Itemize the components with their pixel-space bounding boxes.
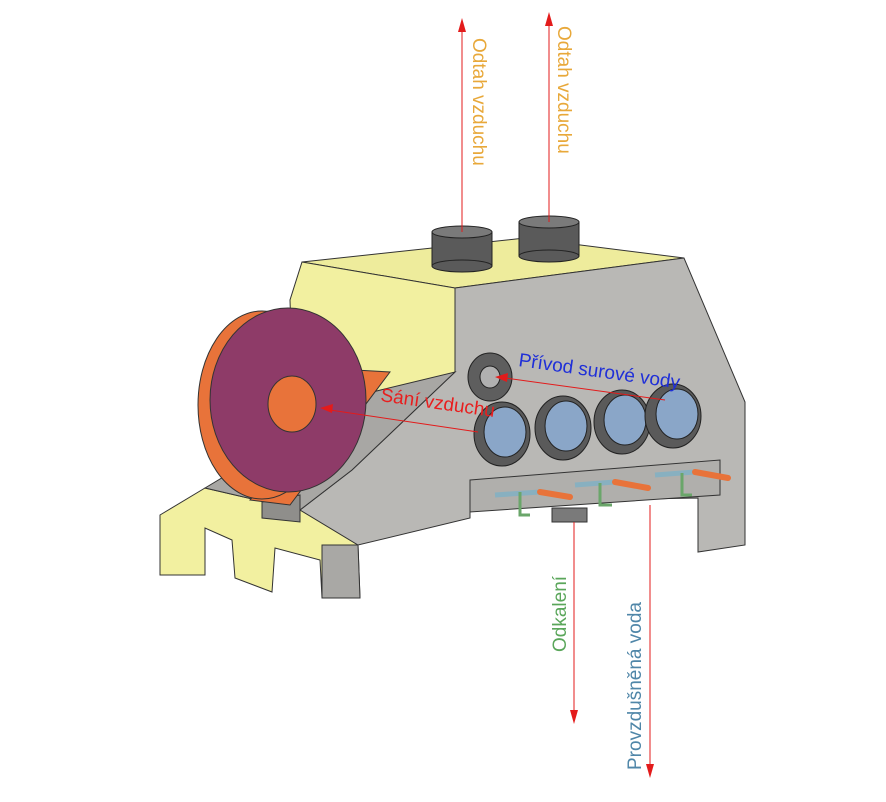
blowdown-arrow bbox=[570, 522, 578, 724]
porthole bbox=[644, 383, 702, 449]
blower-fan bbox=[197, 307, 391, 506]
exhaust-stack-1 bbox=[431, 225, 493, 273]
housing-leg-right bbox=[321, 544, 361, 599]
exhaust-stack-2 bbox=[518, 215, 580, 263]
porthole bbox=[473, 401, 531, 467]
exhaust-arrow-2 bbox=[545, 12, 553, 222]
exhaust-label-1: Odtah vzduchu bbox=[468, 38, 489, 166]
blowdown-outlet bbox=[551, 507, 588, 523]
aerated-water-label: Provzdušněná voda bbox=[625, 602, 646, 770]
raw-water-arrow bbox=[495, 373, 666, 401]
exhaust-label-2: Odtah vzduchu bbox=[553, 26, 574, 154]
porthole bbox=[534, 395, 592, 461]
portholes bbox=[473, 383, 702, 467]
aerated-water-arrow bbox=[646, 505, 654, 778]
exhaust-arrow-1 bbox=[458, 18, 466, 232]
valve bbox=[574, 479, 651, 507]
valve bbox=[654, 469, 731, 497]
flow-arrows bbox=[320, 12, 666, 778]
valve bbox=[494, 489, 573, 517]
air-intake-arrow bbox=[320, 404, 479, 433]
blowdown-label: Odkalení bbox=[550, 575, 571, 652]
raw-water-flange bbox=[467, 352, 513, 402]
pipe-manifold bbox=[469, 459, 731, 523]
porthole bbox=[593, 389, 651, 455]
fan-inlet bbox=[267, 375, 317, 433]
